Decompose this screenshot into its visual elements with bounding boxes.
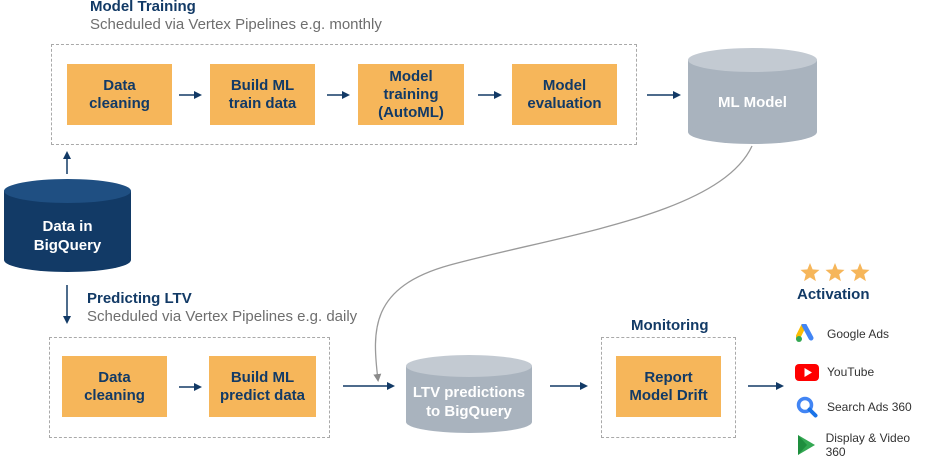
training-step-build-train-data: Build ML train data bbox=[210, 64, 315, 125]
training-step-data-cleaning: Data cleaning bbox=[67, 64, 172, 125]
display-video-360-icon bbox=[795, 433, 818, 457]
star-icon bbox=[825, 263, 845, 282]
ml-model-cylinder bbox=[688, 48, 817, 144]
predicting-pipeline-box bbox=[49, 337, 330, 438]
ltv-predictions-cylinder bbox=[406, 355, 532, 433]
activation-item-youtube: YouTube bbox=[795, 360, 874, 384]
predicting-subtitle: Scheduled via Vertex Pipelines e.g. dail… bbox=[87, 308, 358, 325]
activation-label: Google Ads bbox=[827, 327, 890, 341]
predict-step-build-predict-data: Build ML predict data bbox=[209, 356, 316, 417]
training-step-model-training: Model training (AutoML) bbox=[358, 64, 464, 125]
training-step-model-evaluation: Model evaluation bbox=[512, 64, 617, 125]
ml-model-label: ML Model bbox=[718, 93, 787, 111]
activation-item-google-ads: Google Ads bbox=[795, 322, 889, 346]
bigquery-cylinder bbox=[4, 179, 131, 272]
curve-model-to-predictions bbox=[373, 145, 753, 382]
predicting-title: Predicting LTV bbox=[87, 290, 192, 307]
training-pipeline-box bbox=[51, 44, 637, 145]
activation-label: YouTube bbox=[827, 365, 875, 379]
training-title: Model Training bbox=[90, 0, 196, 15]
monitoring-step-report-drift: Report Model Drift bbox=[616, 356, 721, 417]
activation-stars bbox=[800, 263, 870, 282]
activation-label: Display & Video 360 bbox=[825, 431, 911, 459]
activation-label: Search Ads 360 bbox=[827, 400, 912, 414]
activation-item-search-ads-360: Search Ads 360 bbox=[795, 395, 912, 419]
search-ads-360-icon bbox=[795, 395, 819, 419]
youtube-icon bbox=[795, 360, 819, 384]
ltv-predictions-label: LTV predictions to BigQuery bbox=[412, 384, 526, 420]
activation-item-display-video-360: Display & Video 360 bbox=[795, 431, 927, 459]
star-icon bbox=[800, 263, 820, 282]
star-icon bbox=[850, 263, 870, 282]
training-subtitle: Scheduled via Vertex Pipelines e.g. mont… bbox=[90, 16, 382, 33]
monitoring-box bbox=[601, 337, 736, 438]
monitoring-title: Monitoring bbox=[631, 317, 709, 334]
predict-step-data-cleaning: Data cleaning bbox=[62, 356, 167, 417]
activation-title: Activation bbox=[797, 286, 870, 303]
google-ads-icon bbox=[795, 322, 819, 346]
bigquery-label: Data in BigQuery bbox=[33, 218, 102, 254]
